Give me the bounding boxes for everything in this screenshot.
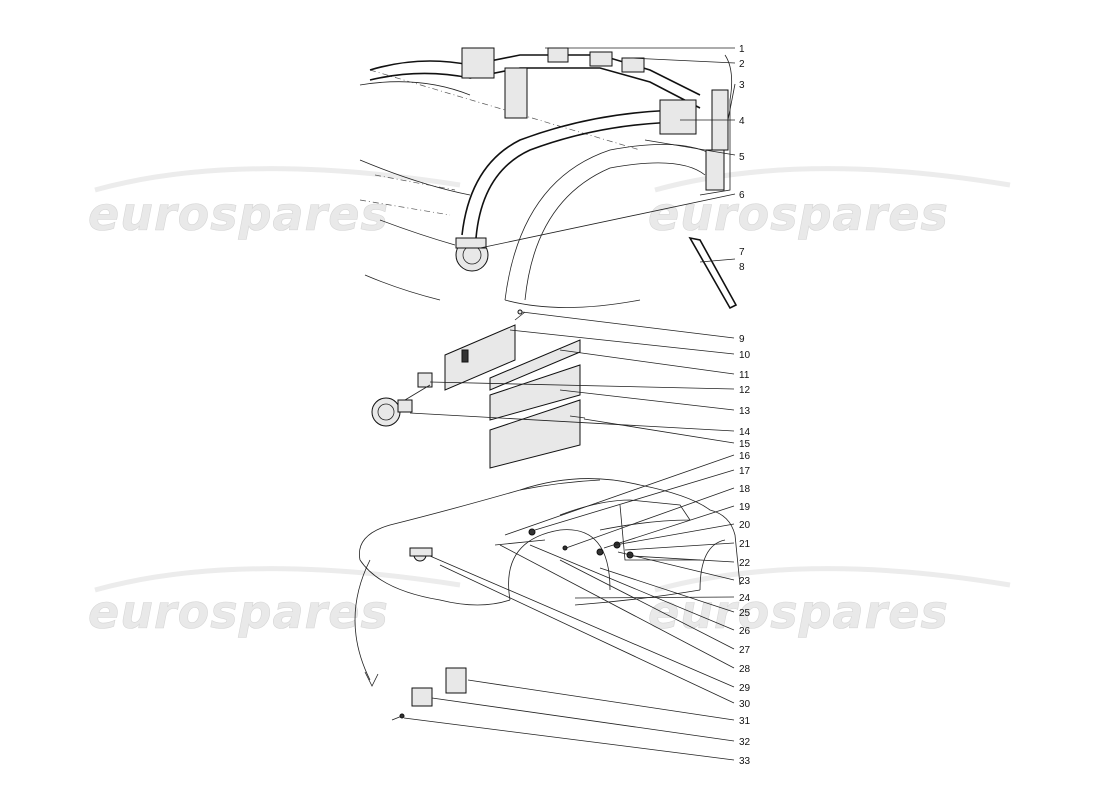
- callout-18: 18: [739, 484, 751, 495]
- callout-4: 4: [739, 116, 745, 127]
- plate-and-lamp-illustration: [371, 309, 586, 469]
- callout-19: 19: [739, 502, 751, 513]
- callout-15: 15: [739, 439, 751, 450]
- callout-5: 5: [739, 152, 745, 163]
- callout-9: 9: [739, 334, 745, 345]
- callout-16: 16: [739, 451, 751, 462]
- callout-labels: 1 2 3 4 5 6 7 8 9 10 11 12 13 14 15 16 1…: [739, 44, 751, 767]
- callout-14: 14: [739, 427, 751, 438]
- callout-23: 23: [739, 576, 751, 587]
- callout-12: 12: [739, 385, 751, 396]
- callout-26: 26: [739, 626, 751, 637]
- callout-27: 27: [739, 645, 751, 656]
- front-wing-harness-illustration: [359, 47, 738, 310]
- callout-13: 13: [739, 406, 751, 417]
- callout-6: 6: [739, 190, 745, 201]
- watermark-layer: eurospares eurospares eurospares eurospa…: [88, 166, 1011, 639]
- callout-11: 11: [739, 370, 750, 381]
- watermark-text: eurospares: [88, 187, 389, 241]
- watermark-text: eurospares: [648, 585, 949, 639]
- callout-29: 29: [739, 683, 751, 694]
- callout-28: 28: [739, 664, 751, 675]
- callout-7: 7: [739, 247, 745, 258]
- callout-10: 10: [739, 350, 751, 361]
- callout-2: 2: [739, 59, 745, 70]
- callout-31: 31: [739, 716, 751, 727]
- callout-20: 20: [739, 520, 751, 531]
- callout-32: 32: [739, 737, 751, 748]
- watermark-text: eurospares: [88, 585, 389, 639]
- callout-21: 21: [739, 539, 751, 550]
- leader-lines: [403, 47, 736, 761]
- watermark-text: eurospares: [648, 187, 949, 241]
- callout-17: 17: [739, 466, 751, 477]
- callout-8: 8: [739, 262, 745, 273]
- callout-24: 24: [739, 593, 751, 604]
- callout-3: 3: [739, 80, 745, 91]
- callout-30: 30: [739, 699, 751, 710]
- car-silhouette-illustration: [354, 478, 741, 721]
- callout-1: 1: [739, 44, 745, 55]
- callout-25: 25: [739, 608, 751, 619]
- callout-33: 33: [739, 756, 751, 767]
- callout-22: 22: [739, 558, 751, 569]
